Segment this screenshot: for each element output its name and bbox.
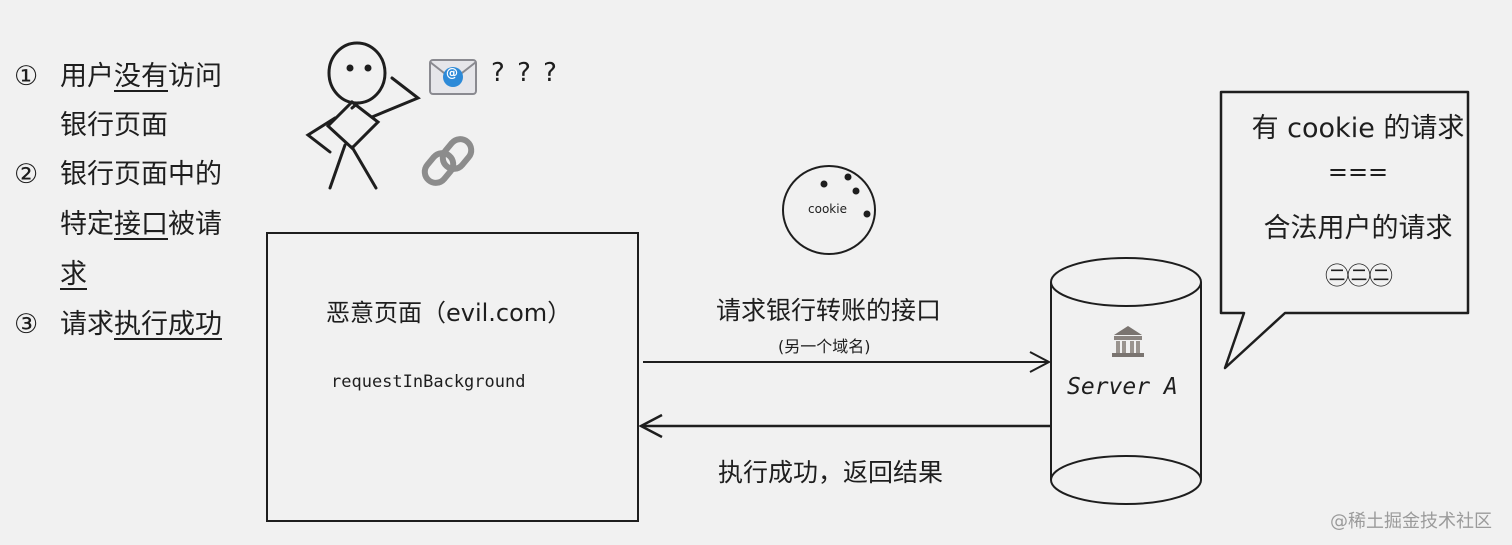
- step-1-text-post: 访问: [168, 61, 222, 92]
- email-at-symbol: @: [446, 66, 458, 80]
- server-label: Server A: [1067, 374, 1178, 400]
- evil-page-title: 恶意页面（evil.com）: [326, 299, 572, 327]
- step-3: ③ 请求执行成功: [14, 300, 222, 350]
- link-icon: [421, 136, 475, 186]
- step-2-number: ②: [14, 159, 39, 190]
- step-3-text: 请求: [60, 309, 114, 340]
- speech-bubble: [1219, 90, 1470, 370]
- bubble-line-2: ===: [1327, 158, 1389, 186]
- cookie-icon: [782, 165, 876, 255]
- watermark: @稀土掘金技术社区: [1330, 511, 1492, 532]
- bank-icon: [1112, 326, 1144, 357]
- server-cylinder: [1050, 257, 1202, 505]
- step-2-line2-pre: 特定: [60, 209, 114, 240]
- step-2-line2: 特定接口被请: [60, 200, 222, 250]
- evil-page-box: [266, 232, 639, 522]
- stick-figure-icon: [305, 41, 421, 190]
- step-2-line3: 求: [60, 250, 87, 300]
- bubble-line-3: 合法用户的请求: [1263, 213, 1453, 244]
- request-arrow-sublabel: (另一个域名): [778, 337, 871, 356]
- step-2-line3-underlined: 求: [60, 259, 87, 290]
- step-3-underlined: 执行成功: [114, 309, 222, 340]
- email-icon: [429, 59, 477, 95]
- evil-page-code: requestInBackground: [331, 372, 526, 392]
- bubble-line-1: 有 cookie 的请求: [1251, 113, 1465, 144]
- step-2-line2-post: 被请: [168, 209, 222, 240]
- step-1-line2: 银行页面: [60, 110, 168, 141]
- cookie-label: cookie: [808, 202, 847, 216]
- bubble-line-4: ㊁㊁㊁: [1325, 262, 1393, 290]
- step-2-line2-underlined: 接口: [114, 209, 168, 240]
- response-arrow: [638, 413, 1052, 439]
- step-2: ② 银行页面中的: [14, 150, 222, 200]
- step-1-number: ①: [14, 61, 39, 92]
- question-marks: ? ? ?: [491, 58, 559, 88]
- step-1-underlined: 没有: [114, 61, 168, 92]
- request-arrow: [643, 351, 1052, 373]
- step-1: ① 用户没有访问: [14, 52, 222, 102]
- step-2-text: 银行页面中的: [60, 159, 222, 190]
- step-3-number: ③: [14, 309, 39, 340]
- step-1-text: 用户: [60, 61, 114, 92]
- request-arrow-label: 请求银行转账的接口: [716, 296, 942, 325]
- response-arrow-label: 执行成功，返回结果: [718, 458, 944, 487]
